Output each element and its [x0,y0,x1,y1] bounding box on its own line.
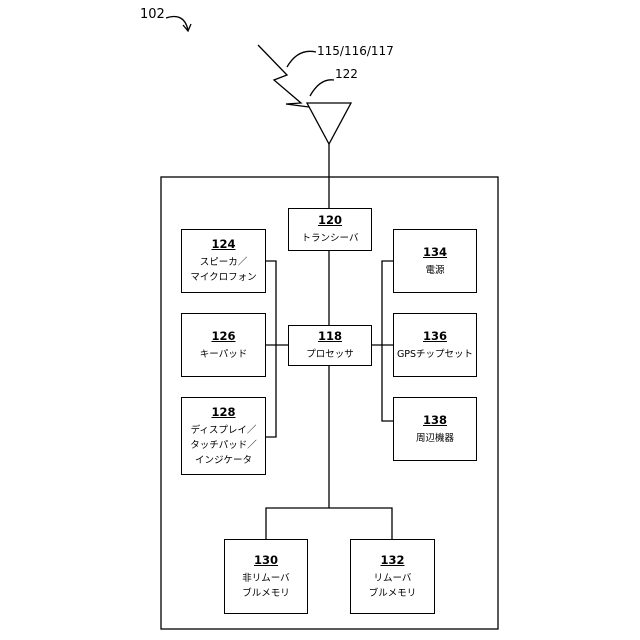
processor-number: 118 [318,329,342,344]
processor-label: プロセッサ [306,347,354,362]
figure-ref-label: 102 [140,7,165,22]
power-number: 134 [423,245,447,260]
transceiver-block: 120 トランシーバ [288,208,372,251]
display-number: 128 [211,405,235,420]
keypad-number: 126 [211,329,235,344]
removable-number: 132 [380,553,404,568]
memory-bus-line [266,508,392,539]
keypad-label: キーパッド [200,347,247,362]
speaker-microphone-block: 124 スピーカ／ マイクロフォン [181,229,266,293]
removable-label: リムーバ ブルメモリ [369,571,417,601]
peripherals-label: 周辺機器 [416,431,454,446]
antenna-ref-label: 122 [335,67,358,81]
signal-ref-label: 115/116/117 [317,44,394,58]
gps-label: GPSチップセット [397,347,473,362]
signal-zigzag-icon [258,45,309,107]
gps-number: 136 [423,329,447,344]
keypad-block: 126 キーパッド [181,313,266,377]
antenna-icon [307,103,351,144]
nonremovable-memory-block: 130 非リムーバ ブルメモリ [224,539,308,614]
peripherals-block: 138 周辺機器 [393,397,477,461]
display-block: 128 ディスプレイ／ タッチパッド／ インジケータ [181,397,266,475]
transceiver-label: トランシーバ [302,231,359,246]
right-bus-line [372,261,393,421]
nonremovable-label: 非リムーバ ブルメモリ [242,571,290,601]
antenna-leader-line [310,80,334,96]
removable-memory-block: 132 リムーバ ブルメモリ [350,539,435,614]
gps-chipset-block: 136 GPSチップセット [393,313,477,377]
signal-leader-line [287,51,316,67]
left-bus-line [266,261,288,437]
power-source-block: 134 電源 [393,229,477,293]
speaker-label: スピーカ／ マイクロフォン [190,255,256,285]
transceiver-number: 120 [318,213,342,228]
peripherals-number: 138 [423,413,447,428]
speaker-number: 124 [211,237,235,252]
processor-block: 118 プロセッサ [288,325,372,366]
power-label: 電源 [425,263,444,278]
nonremovable-number: 130 [254,553,278,568]
display-label: ディスプレイ／ タッチパッド／ インジケータ [190,423,257,468]
